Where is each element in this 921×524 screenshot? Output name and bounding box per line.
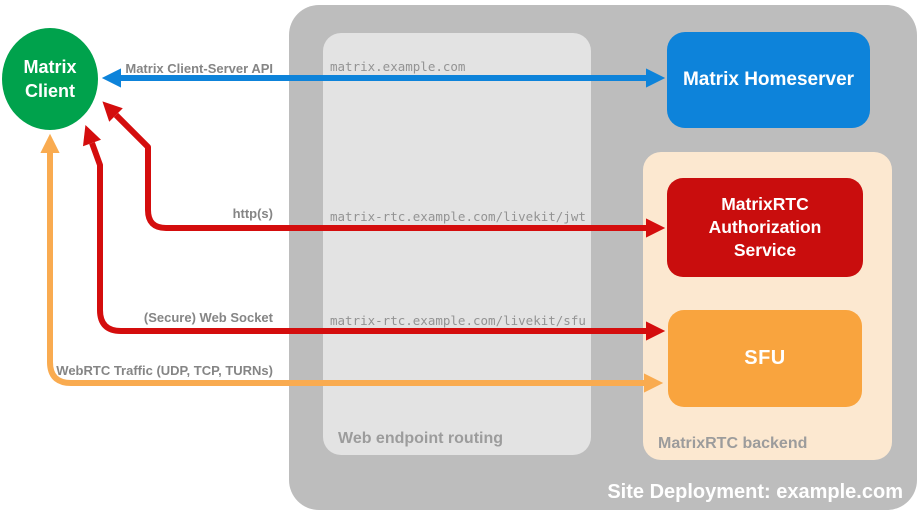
matrixrtc-authorization-service-node: MatrixRTC Authorization Service [667,178,863,277]
site-deployment-label: Site Deployment: example.com [607,481,903,503]
sfu-node: SFU [668,310,862,407]
site-deployment-container: Web endpoint routing Matrix Homeserver M… [289,5,917,510]
matrixrtc-authorization-service-label: MatrixRTC Authorization Service [708,194,822,260]
matrixrtc-backend-container: MatrixRTC Authorization Service SFU Matr… [643,152,892,460]
matrixrtc-backend-label: MatrixRTC backend [658,435,808,452]
matrix-homeserver-node: Matrix Homeserver [667,32,870,128]
sfu-label: SFU [744,347,786,369]
web-endpoint-routing-container: Web endpoint routing [323,33,591,455]
matrix-homeserver-label: Matrix Homeserver [682,69,855,90]
web-endpoint-routing-label: Web endpoint routing [338,430,504,447]
